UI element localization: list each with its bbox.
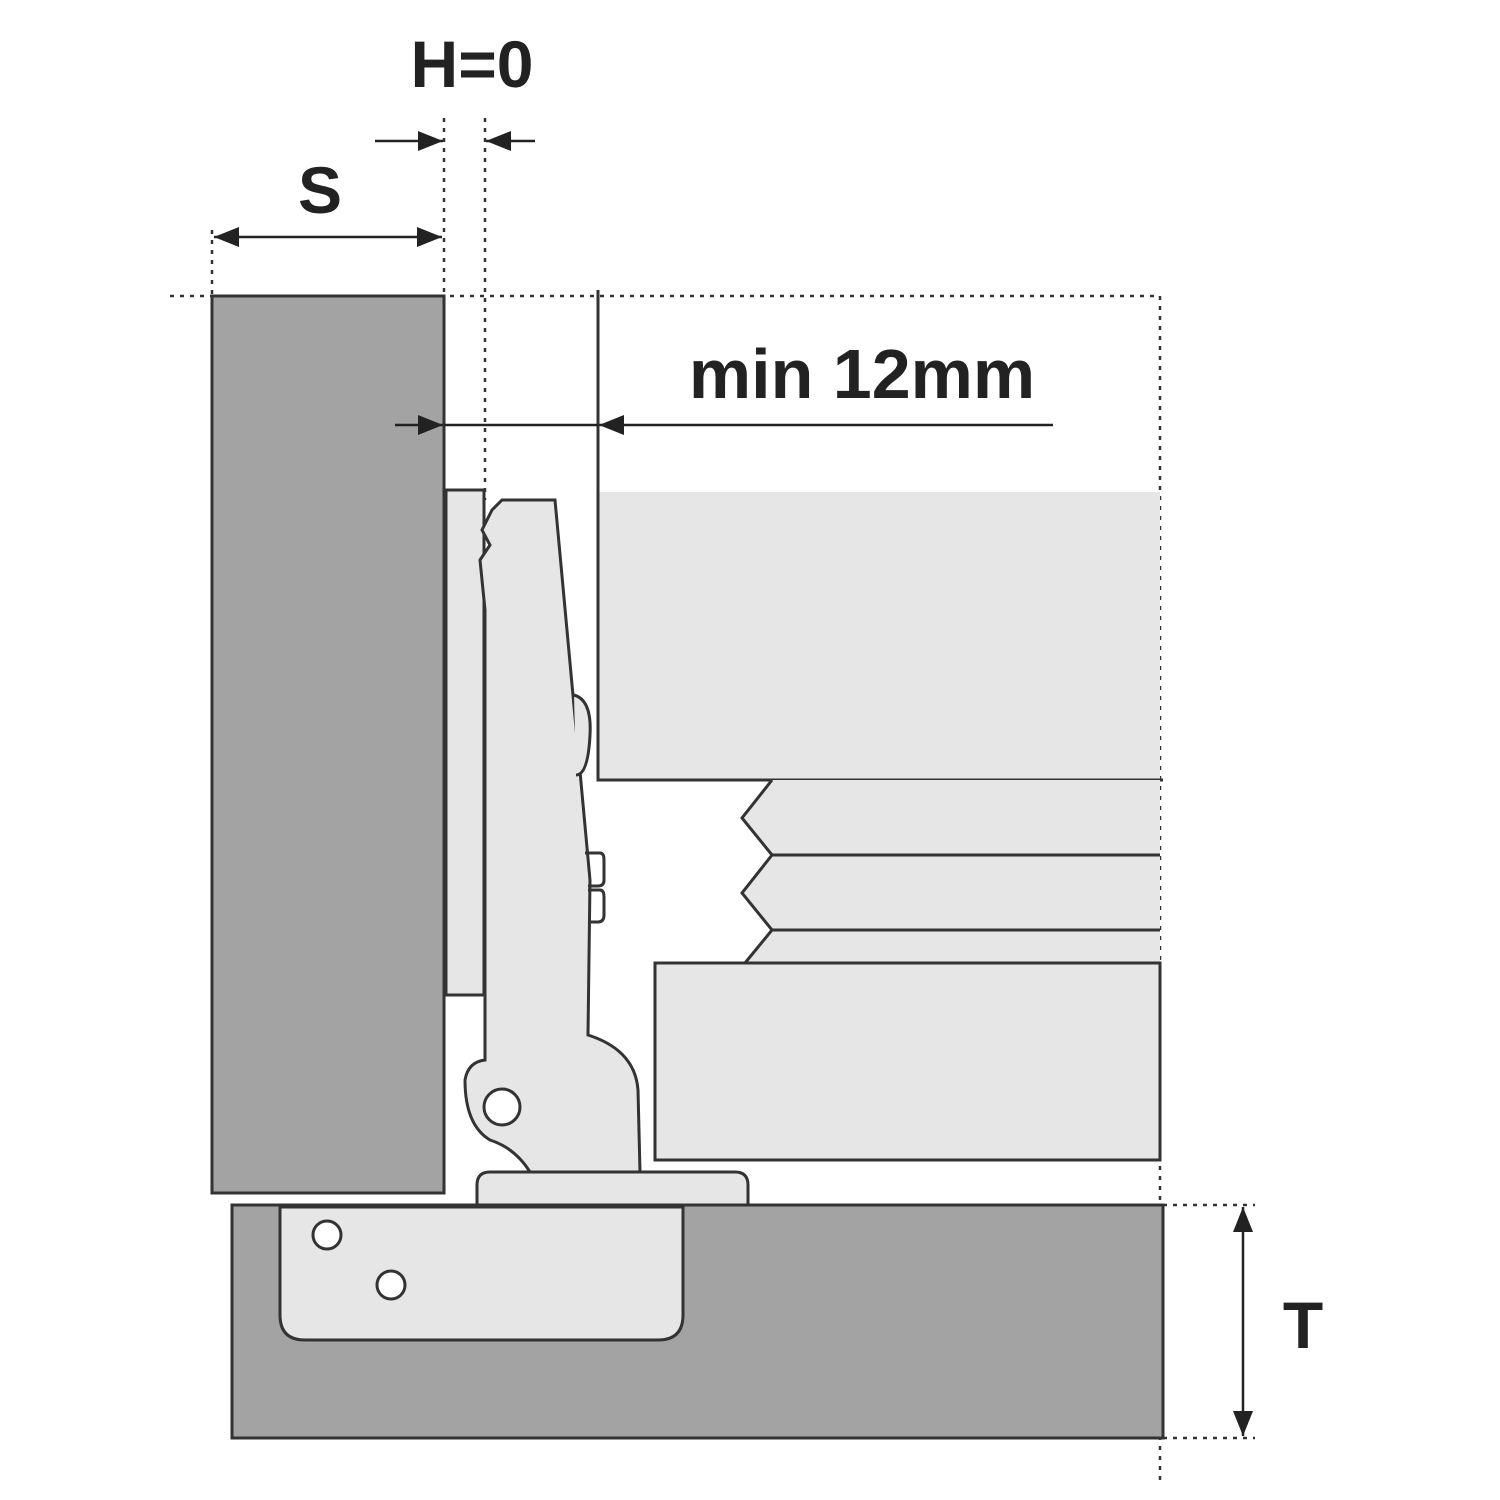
base-plate [475,1170,750,1207]
hinge-pivot-icon [482,1087,522,1127]
dimension-h: H=0 [375,27,535,151]
dimension-t: T [1233,1207,1323,1436]
dimension-min-gap: min 12mm [395,335,1053,435]
screw-hole-icon [311,1219,343,1251]
hinge-cup [278,1205,685,1342]
hinge-arm [463,498,642,1174]
adjust-screw-icon [585,851,606,924]
lower-panel [653,961,1162,1162]
dimension-t-label: T [1283,1288,1323,1362]
dimension-s: S [214,153,442,247]
adjust-screw-icon [573,693,592,777]
cut-panel-layers [742,780,1160,963]
mounting-plate [444,488,486,997]
min-gap-label: min 12mm [689,335,1035,413]
dimension-h-label: H=0 [411,27,534,101]
dimension-s-label: S [298,153,342,227]
screw-hole-icon [375,1269,407,1301]
side-panel [210,294,446,1195]
upper-panel [598,492,1160,780]
